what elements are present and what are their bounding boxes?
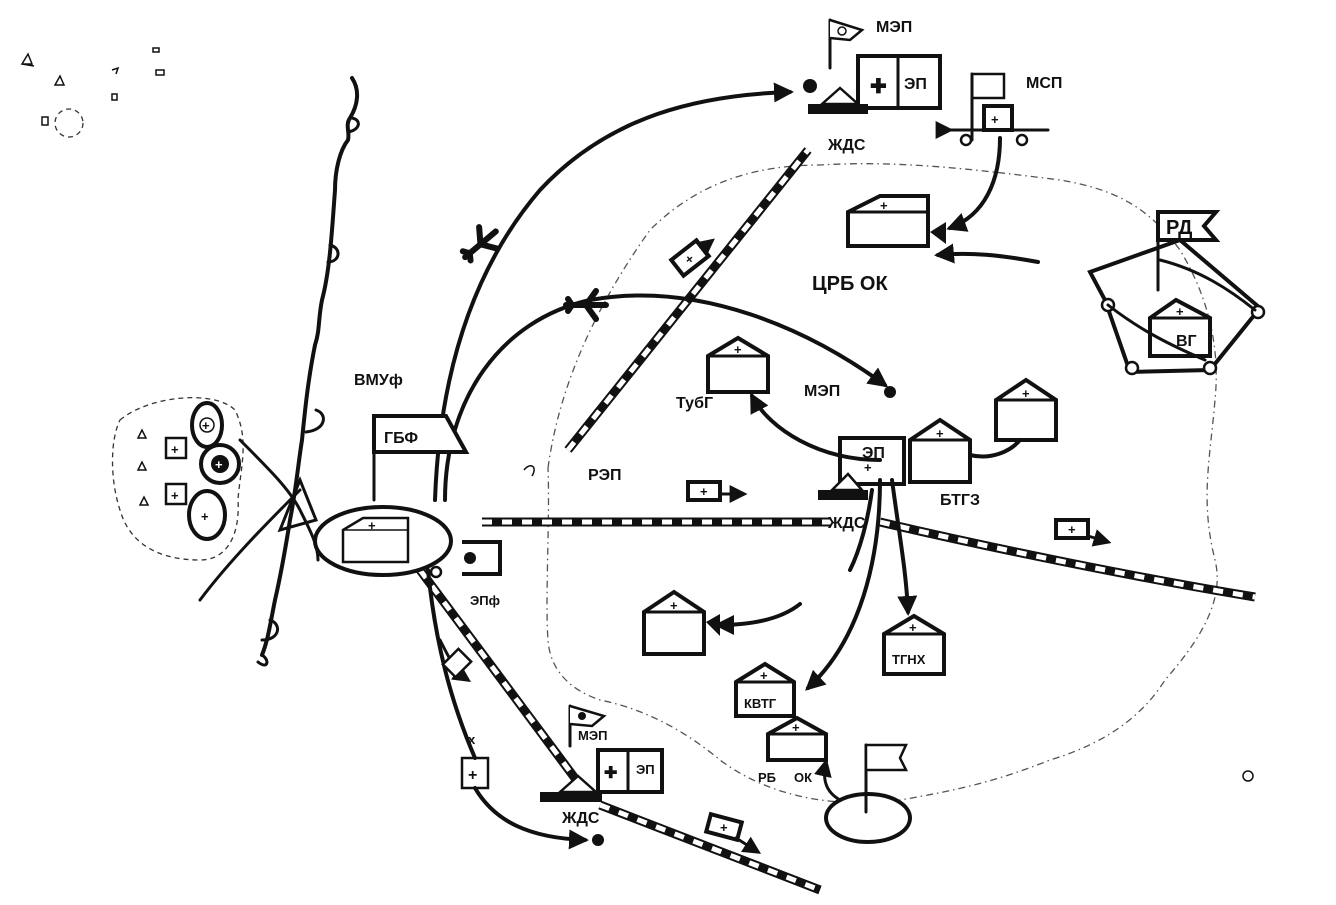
svg-text:+: + [1176,304,1184,319]
svg-text:+: + [202,418,210,433]
tgnh-label: ТГНХ [892,652,926,667]
ambulance-icon: + [1054,518,1112,547]
svg-text:+: + [368,518,376,533]
mep-top-group: МЭП ✚ ЭП ЖДС [803,18,942,154]
field-hospital-lower: + [642,589,802,656]
rb-ok-hospital: + РБ ОК [758,715,842,802]
vg-label: ВГ [1176,333,1197,350]
ep-low-label: ЭП [636,762,655,777]
gbf-group: ГБФ + [313,414,470,577]
svg-text:+: + [760,668,768,683]
mep-mid-label: МЭП [804,383,840,400]
ep-top-label: ЭП [904,76,927,93]
ok-label: ОК [794,770,812,785]
flag-icon [824,743,912,844]
mep-mid-marker [884,386,896,398]
svg-text:+: + [468,767,477,784]
svg-text:+: + [1022,386,1030,401]
ambulance-icon: + [703,811,762,854]
svg-text:+: + [171,442,179,457]
epf-group: ЭПф [429,540,502,608]
zhds-low-label: ЖДС [561,810,600,827]
left-medical-cluster: + + + + + [111,397,244,561]
aircraft-icon [566,291,606,319]
kvtg-label: КВТГ [744,696,777,711]
svg-text:+: + [909,620,917,635]
svg-text:+: + [700,484,708,499]
svg-text:+: + [936,426,944,441]
medical-post-marker [460,756,490,790]
gbf-label: ГБФ [384,430,418,447]
svg-text:+: + [880,198,888,213]
tubg-label: ТубГ [676,395,713,412]
crb-ok-label: ЦРБ ОК [812,273,888,295]
rep-label: РЭП [588,467,622,484]
x-mark-label: х [468,732,476,747]
svg-text:+: + [171,488,179,503]
svg-text:+: + [720,820,728,835]
svg-text:+: + [670,598,678,613]
rd-vg-area: РД + ВГ [1087,210,1266,376]
kvtg-hospital: + КВТГ [734,661,796,718]
svg-text:+: + [215,457,223,472]
rb-label: РБ [758,770,776,785]
epf-label: ЭПф [470,593,500,608]
tgnh-hospital: + ТГНХ [882,613,946,676]
svg-text:+: + [864,460,872,475]
btgz-label: БТГЗ [940,492,980,509]
air-evacuation-route-top [433,82,794,502]
aircraft-icon [456,221,505,268]
medical-cross-icon: ✚ [604,765,617,782]
svg-text:+: + [1068,522,1076,537]
msp-label: МСП [1026,75,1062,92]
svg-text:+: + [201,509,209,524]
mep-top-label: МЭП [876,19,912,36]
svg-text:+: + [734,342,742,357]
msp-group: + МСП [935,72,1062,232]
zhds-mid-label: ЖДС [827,515,866,532]
ambulance-icon: + [686,480,748,503]
medical-cross-icon: ✚ [870,76,887,98]
operation-area-boundary [546,163,1218,804]
mep-low-label: МЭП [578,728,607,743]
ambulance-icon: + [668,237,715,279]
svg-text:+: + [991,112,999,127]
vmuf-label: ВМУф [354,372,403,389]
zhds-top-label: ЖДС [827,137,866,154]
btgz-hospital: + БТГЗ + [908,377,1058,509]
svg-text:+: + [792,720,800,735]
rd-label: РД [1166,217,1192,239]
crb-ok-hospital: + ЦРБ ОК [812,194,1040,295]
terrain-symbols-group [20,47,165,138]
tubg-hospital: + ТубГ [676,335,770,412]
